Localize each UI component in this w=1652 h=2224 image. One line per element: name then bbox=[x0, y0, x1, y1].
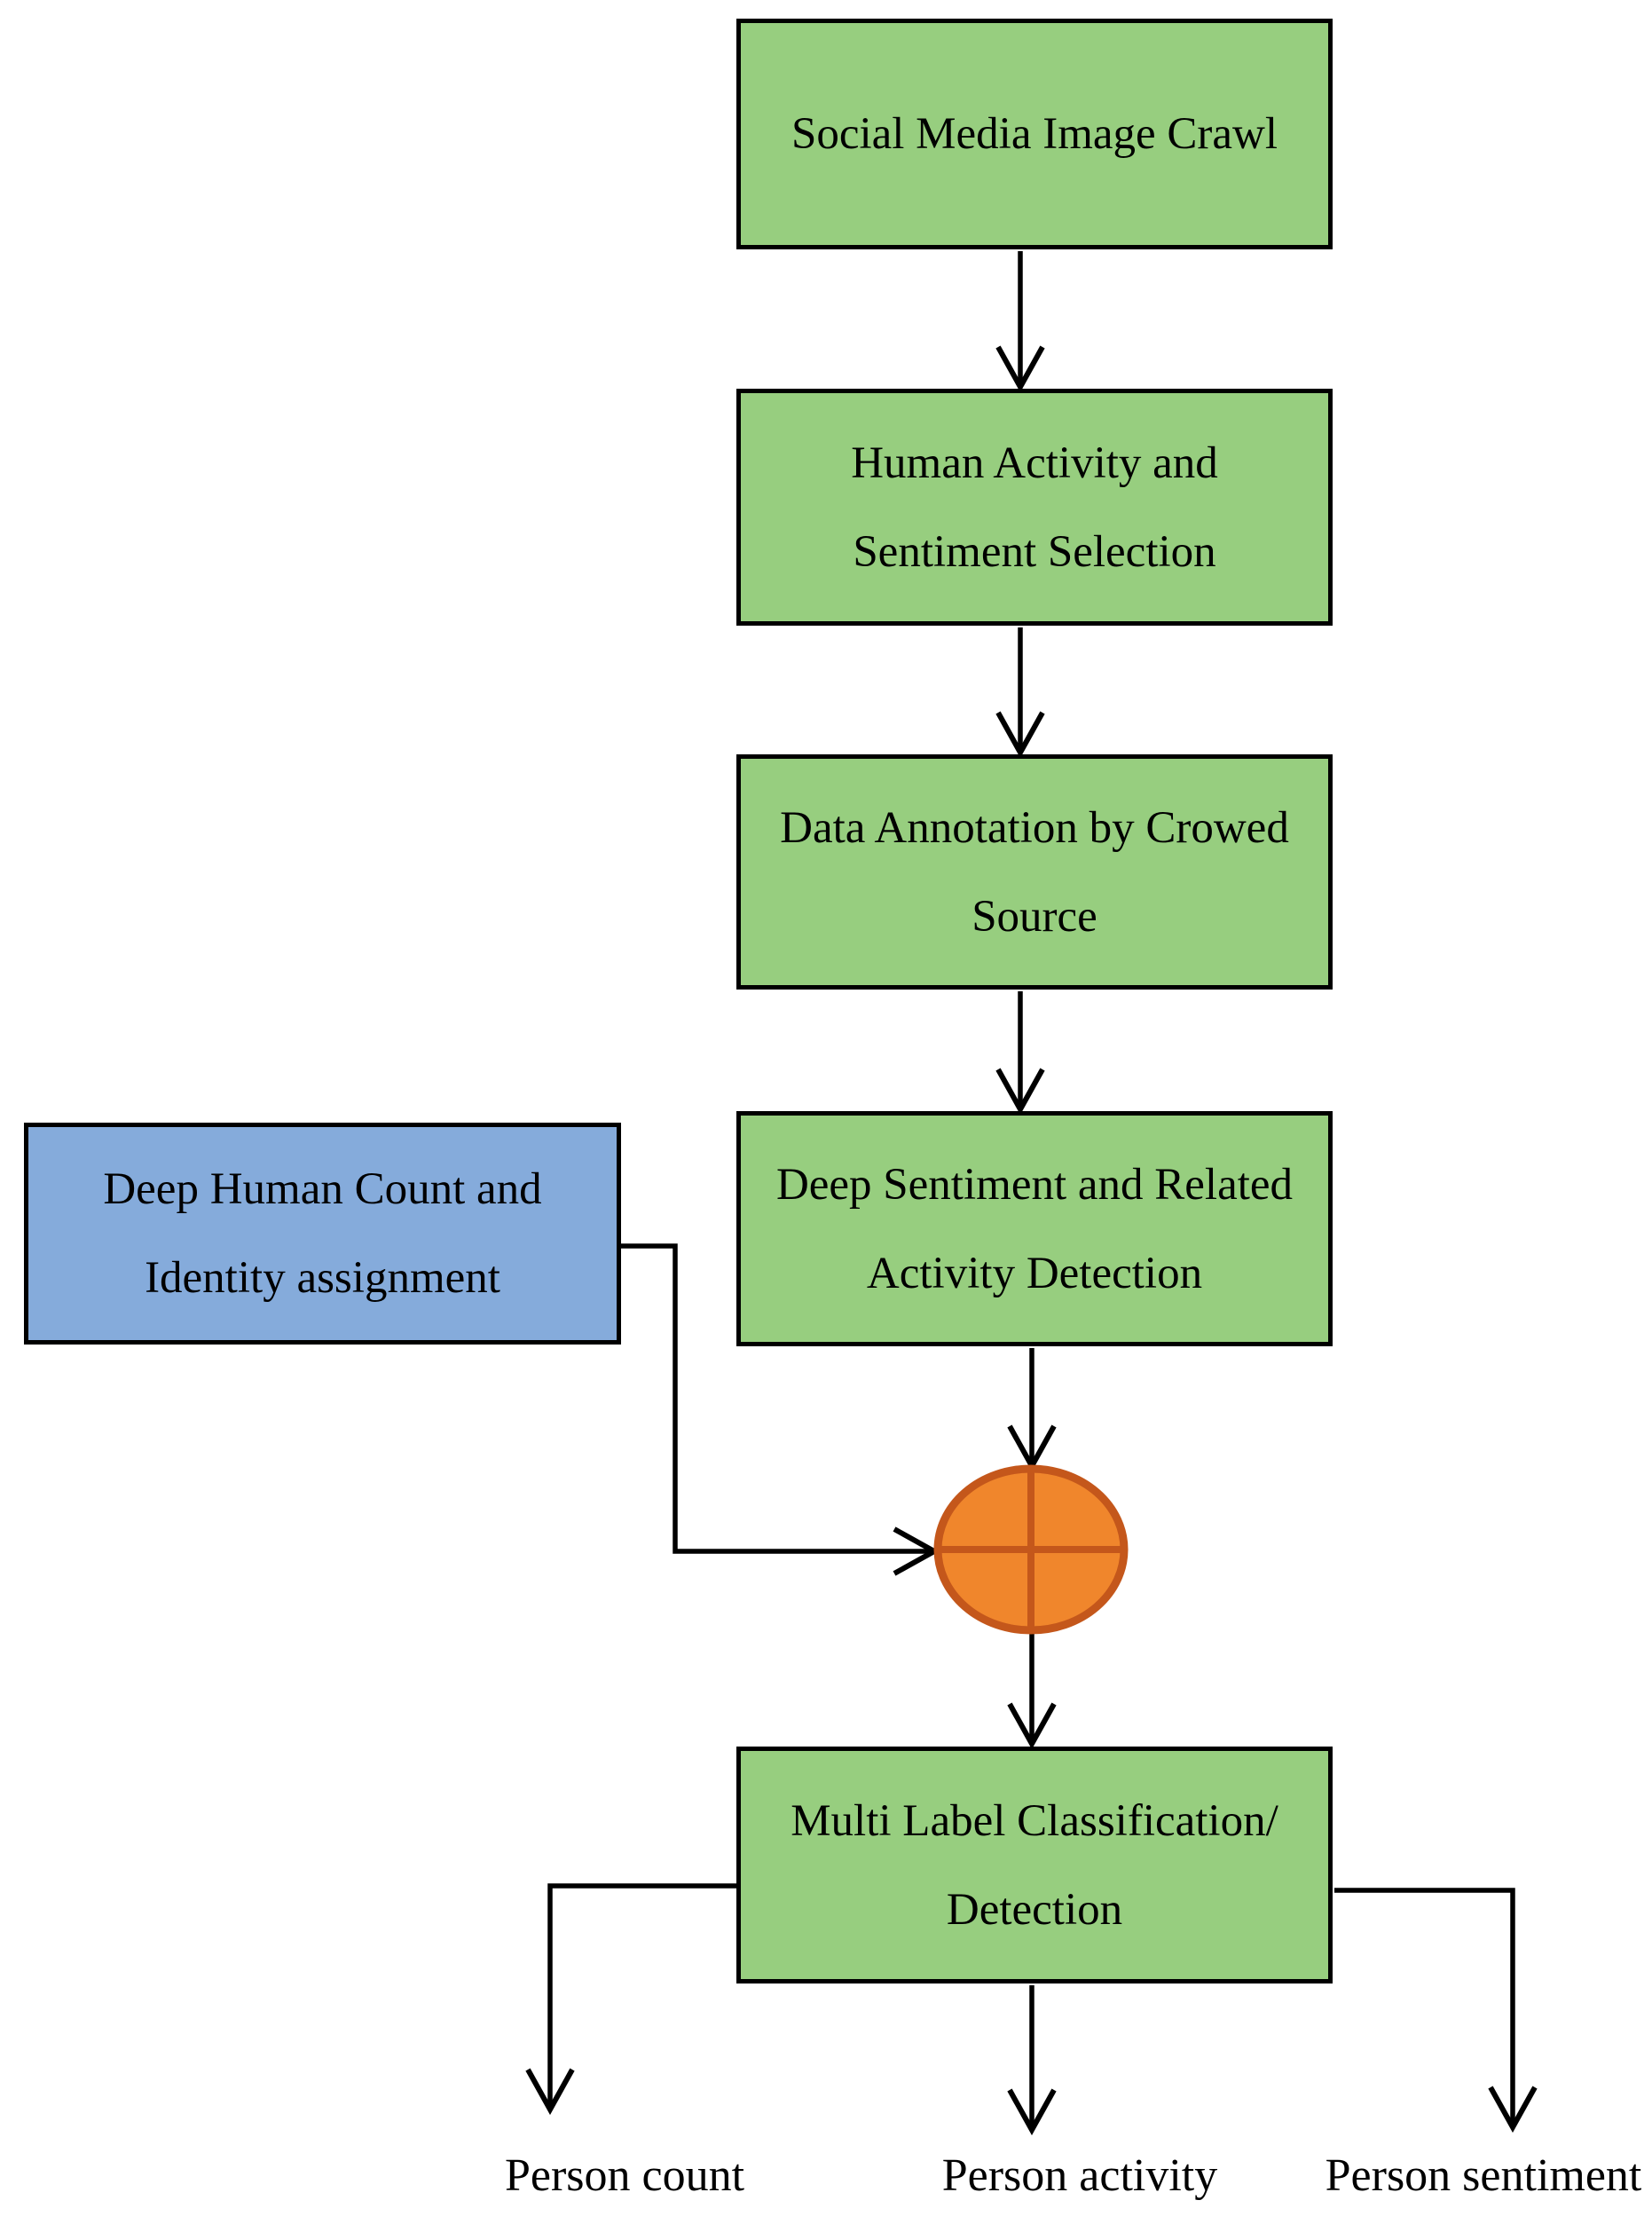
node-label-line: Sentiment Selection bbox=[853, 526, 1216, 577]
node-label-line: Data Annotation by Crowed bbox=[780, 802, 1289, 853]
node-label-line: Activity Detection bbox=[866, 1248, 1203, 1298]
merge-junction-icon bbox=[933, 1464, 1129, 1635]
node-label-line: Multi Label Classification/ bbox=[791, 1795, 1278, 1846]
arrow-annotation-to-detection bbox=[995, 991, 1045, 1116]
node-deep-human-count-identity: Deep Human Count and Identity assignment bbox=[24, 1123, 621, 1345]
output-label-person-count: Person count bbox=[504, 2150, 745, 2201]
node-human-activity-sentiment-selection: Human Activity and Sentiment Selection bbox=[736, 389, 1333, 626]
arrow-detection-to-junction bbox=[1007, 1348, 1057, 1472]
node-label-line: Deep Human Count and bbox=[103, 1164, 542, 1214]
arrow-classification-to-sentiment bbox=[1334, 1888, 1538, 2133]
node-label-line: Identity assignment bbox=[145, 1253, 500, 1303]
output-label-person-sentiment: Person sentiment bbox=[1325, 2150, 1642, 2201]
arrow-selection-to-annotation bbox=[995, 627, 1045, 759]
node-label-line: Detection bbox=[946, 1884, 1123, 1935]
node-label-line: Deep Sentiment and Related bbox=[775, 1159, 1294, 1210]
arrow-classification-to-activity bbox=[1007, 1985, 1057, 2136]
arrow-classification-to-count bbox=[525, 1828, 742, 2116]
node-data-annotation-crowd-source: Data Annotation by Crowed Source bbox=[736, 754, 1333, 990]
node-label-line: Source bbox=[972, 891, 1097, 942]
node-deep-sentiment-activity-detection: Deep Sentiment and Related Activity Dete… bbox=[736, 1111, 1333, 1346]
output-label-person-activity: Person activity bbox=[941, 2150, 1218, 2201]
arrow-junction-to-classification bbox=[1007, 1633, 1057, 1750]
node-label-line: Human Activity and bbox=[851, 438, 1218, 488]
arrow-crawl-to-selection bbox=[995, 251, 1045, 393]
node-multi-label-classification-detection: Multi Label Classification/ Detection bbox=[736, 1747, 1333, 1983]
node-social-media-image-crawl: Social Media Image Crawl bbox=[736, 19, 1333, 249]
node-label: Social Media Image Crawl bbox=[791, 109, 1278, 159]
